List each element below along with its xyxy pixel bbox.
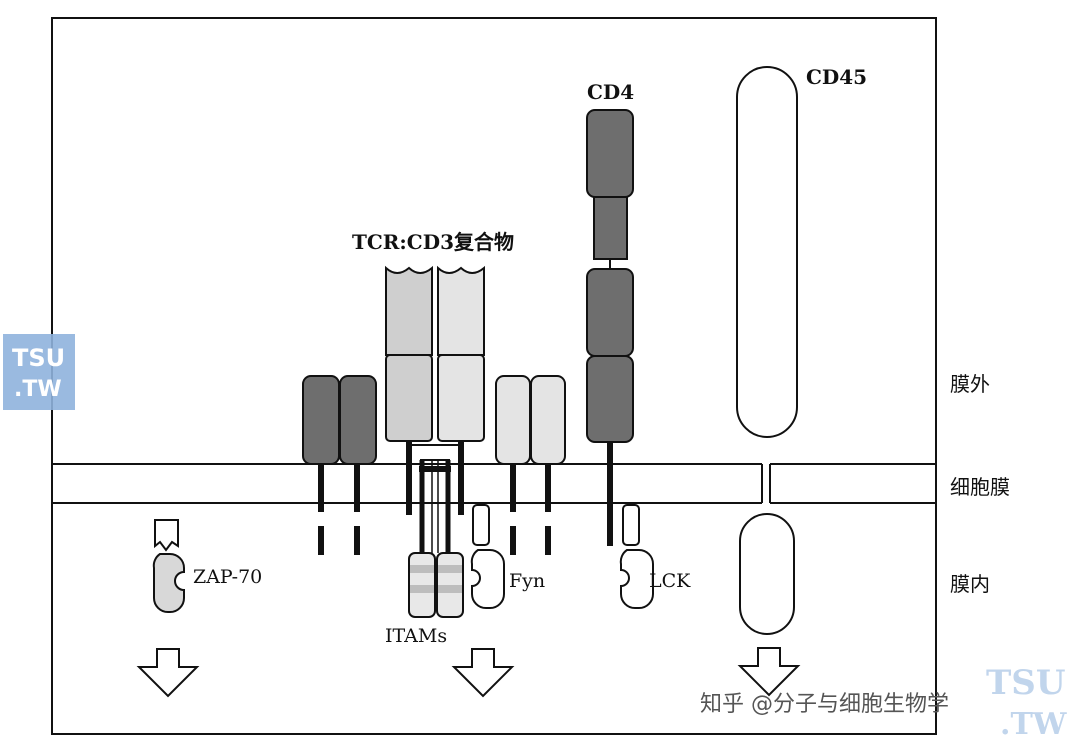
zap70-kinase xyxy=(152,519,185,613)
cd3-chain-left-pair xyxy=(302,375,377,555)
svg-text:TSU: TSU xyxy=(986,663,1066,703)
cd3-chain-right-pair xyxy=(495,375,566,555)
cd45-phosphatase xyxy=(736,66,798,635)
signal-arrow-left xyxy=(136,648,200,698)
tcr-cd3-label: TCR:CD3复合物 xyxy=(352,230,514,254)
lck-kinase xyxy=(619,504,654,609)
itams-label: ITAMs xyxy=(385,625,447,647)
fyn-kinase xyxy=(470,504,505,609)
zhihu-watermark: 知乎 @分子与细胞生物学 xyxy=(700,692,949,717)
intracellular-label: 膜内 xyxy=(950,572,990,596)
zap70-label: ZAP-70 xyxy=(193,566,262,588)
tcr-heterodimer xyxy=(385,265,485,515)
fyn-label: Fyn xyxy=(509,570,545,592)
svg-text:.TW: .TW xyxy=(1000,707,1068,742)
cell-membrane xyxy=(52,463,936,505)
svg-text:.TW: .TW xyxy=(14,377,62,402)
tsu-logo-left: TSU .TW xyxy=(3,334,75,410)
tsu-logo-right: TSU .TW xyxy=(986,663,1068,742)
zeta-chain-dimer xyxy=(419,459,451,553)
cd4-label: CD4 xyxy=(587,80,634,104)
cd45-label: CD45 xyxy=(806,65,867,89)
membrane-label: 细胞膜 xyxy=(950,475,1010,499)
extracellular-label: 膜外 xyxy=(950,372,990,396)
signal-arrow-middle xyxy=(451,648,515,698)
itams xyxy=(408,552,464,618)
svg-text:TSU: TSU xyxy=(12,344,65,372)
cd4-coreceptor xyxy=(586,109,634,546)
signal-arrow-right xyxy=(737,647,801,697)
diagram-frame xyxy=(51,17,937,735)
lck-label: LCK xyxy=(649,570,691,592)
